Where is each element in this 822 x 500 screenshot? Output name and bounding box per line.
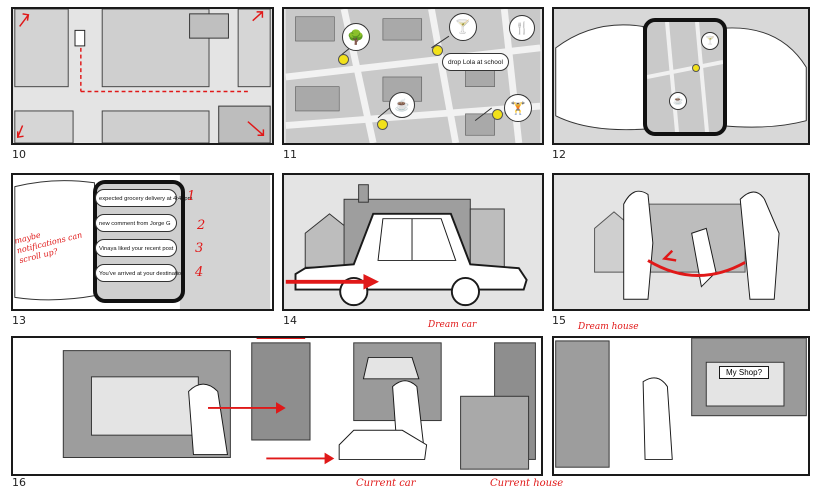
notification-1[interactable]: expected grocery delivery at 4:40pm xyxy=(95,189,192,207)
panel-14 xyxy=(282,173,544,311)
car-street-sketch xyxy=(285,175,541,309)
family-sketch xyxy=(555,175,807,309)
panel-16 xyxy=(11,336,543,476)
notification-index-3: 3 xyxy=(195,241,204,256)
notification-index-4: 4 xyxy=(195,265,204,280)
coffee-icon[interactable]: ☕ xyxy=(669,92,687,110)
drop-off-bubble: drop Lola at school xyxy=(442,53,509,71)
panel-13 xyxy=(11,173,274,311)
map-pin-icon[interactable] xyxy=(338,54,349,65)
panel-10 xyxy=(11,7,274,145)
panel-number-13: 13 xyxy=(12,314,26,327)
notification-index-2: 2 xyxy=(197,218,206,233)
panel-number-15: 15 xyxy=(552,314,566,327)
dumbbell-icon[interactable]: 🏋 xyxy=(504,94,532,122)
street-map-sketch xyxy=(14,9,271,143)
cocktail-icon[interactable]: 🍸 xyxy=(449,13,477,41)
food-icon[interactable]: 🍴 xyxy=(509,15,535,41)
dream-house-label: Dream house xyxy=(578,322,639,332)
dream-sequence-sketch xyxy=(555,338,807,468)
current-car-label: Current car xyxy=(356,478,416,489)
map-pin-icon[interactable] xyxy=(492,109,503,120)
panel-number-16: 16 xyxy=(12,476,26,489)
panel-12: 🍸 ☕ xyxy=(552,7,810,145)
dream-sequence-sketch xyxy=(62,338,536,470)
notification-4[interactable]: You've arrived at your destination xyxy=(95,264,184,282)
map-pin-icon[interactable] xyxy=(692,64,700,72)
current-house-label: Current house xyxy=(490,478,564,489)
panel-number-10: 10 xyxy=(12,148,26,161)
cocktail-icon[interactable]: 🍸 xyxy=(701,32,719,50)
notification-index-1: 1 xyxy=(187,189,196,204)
map-pin-icon[interactable] xyxy=(377,119,388,130)
shop-sign: My Shop? xyxy=(719,366,770,379)
panel-number-11: 11 xyxy=(283,148,297,161)
city-map-sketch xyxy=(285,9,541,143)
coffee-icon[interactable]: ☕ xyxy=(389,92,415,118)
wrist-sketch xyxy=(555,24,807,131)
smartwatch-screen[interactable]: 🍸 ☕ xyxy=(643,18,727,136)
panel-16b: My Shop? xyxy=(552,336,810,476)
tree-icon[interactable]: 🌳 xyxy=(342,23,370,51)
panel-11: 🌳 🍸 🍴 ☕ 🏋 drop Lola at school xyxy=(282,7,544,145)
panel-number-12: 12 xyxy=(552,148,566,161)
dream-car-label: Dream car xyxy=(428,320,477,330)
panel-number-14: 14 xyxy=(283,314,297,327)
notification-2[interactable]: new comment from Jorge G xyxy=(95,214,177,232)
wrist-sketch xyxy=(14,175,271,309)
notification-3[interactable]: Vinaya liked your recent post xyxy=(95,239,177,257)
panel-15 xyxy=(552,173,810,311)
map-pin-icon[interactable] xyxy=(432,45,443,56)
